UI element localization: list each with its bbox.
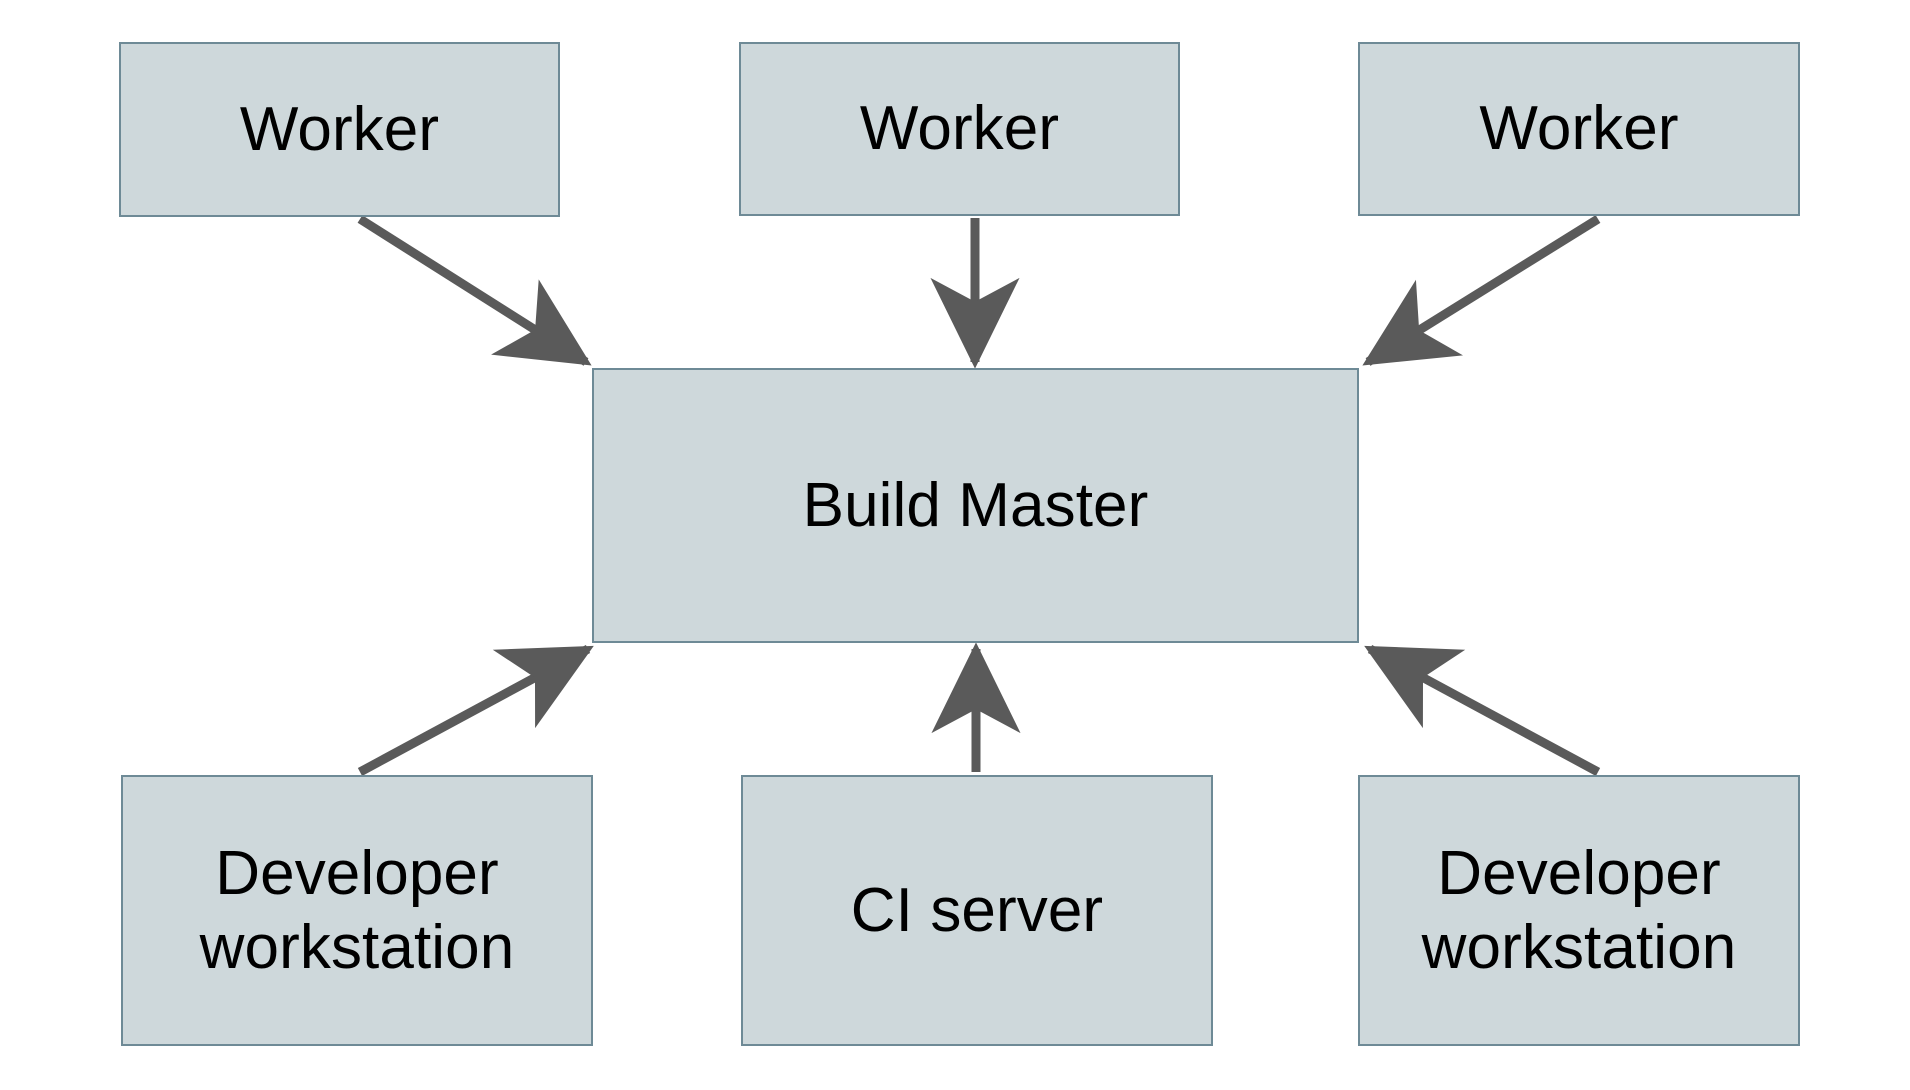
node-worker-2-label: Worker [859, 94, 1060, 164]
edge-worker-3-to-build-master [1362, 215, 1601, 366]
node-build-master-label: Build Master [802, 470, 1149, 540]
node-developer-workstation-left-label: Developer workstation [199, 839, 515, 982]
edge-dev-ws-right-to-build-master [1364, 645, 1601, 776]
node-ci-server[interactable]: CI server [741, 775, 1213, 1046]
node-developer-workstation-left[interactable]: Developer workstation [121, 775, 593, 1046]
node-developer-workstation-right[interactable]: Developer workstation [1358, 775, 1800, 1046]
node-ci-server-label: CI server [850, 875, 1104, 945]
node-developer-workstation-right-label: Developer workstation [1421, 839, 1737, 982]
node-worker-1-label: Worker [239, 94, 440, 164]
node-worker-3-label: Worker [1479, 94, 1679, 164]
node-worker-2[interactable]: Worker [739, 42, 1180, 216]
node-worker-3[interactable]: Worker [1358, 42, 1800, 216]
edge-worker-1-to-build-master [357, 215, 592, 366]
node-build-master[interactable]: Build Master [592, 368, 1359, 643]
edge-dev-ws-left-to-build-master [357, 645, 594, 776]
node-worker-1[interactable]: Worker [119, 42, 560, 217]
